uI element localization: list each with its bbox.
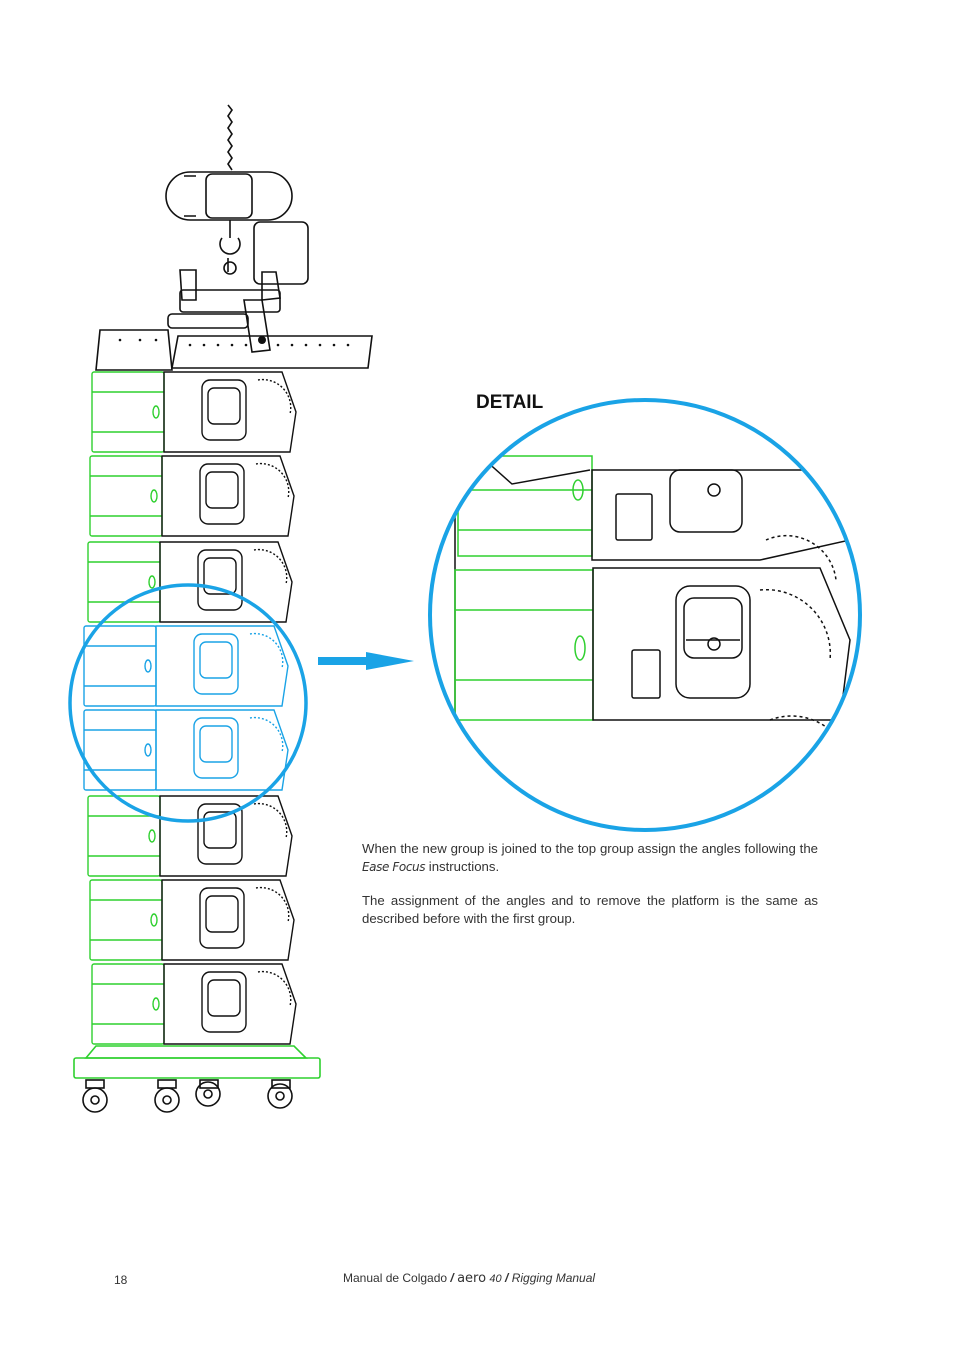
detail-zoom (428, 398, 862, 832)
footer: Manual de Colgado / aero 40 / Rigging Ma… (343, 1271, 595, 1286)
detail-circle (428, 398, 862, 832)
rigging-frame-icon (95, 269, 373, 371)
paragraph-assignment: The assignment of the angles and to remo… (362, 893, 818, 926)
arrow-right-icon (318, 652, 414, 670)
footer-manual-es: Manual de Colgado (343, 1271, 448, 1285)
paragraph-1-text: When the new group is joined to the top … (362, 841, 818, 856)
footer-separator-2: / (501, 1271, 512, 1285)
page-number: 18 (114, 1273, 128, 1287)
loudspeaker-cabinet-icon (91, 371, 297, 453)
paragraph-1-end: instructions. (425, 859, 500, 874)
loudspeaker-cabinet-icon (87, 541, 293, 623)
footer-separator: / (447, 1271, 458, 1285)
chain-hoist-icon (165, 104, 309, 285)
loudspeaker-cabinet-icon (87, 795, 293, 877)
footer-manual-en: Rigging Manual (511, 1271, 596, 1285)
ease-focus-brand: Ease Focus (362, 860, 426, 874)
footer-model-number: 40 (489, 1273, 502, 1285)
footer-model: aero (457, 1271, 487, 1286)
loudspeaker-cabinet-icon (83, 709, 289, 791)
paragraph-join-groups: When the new group is joined to the top … (362, 840, 818, 876)
highlight-circle (68, 583, 308, 823)
loudspeaker-cabinet-icon (89, 879, 295, 961)
detail-label: DETAIL (476, 392, 544, 413)
loudspeaker-cabinet-icon (89, 455, 295, 537)
loudspeaker-cabinet-icon (91, 963, 297, 1045)
body-text: When the new group is joined to the top … (362, 840, 818, 944)
loudspeaker-cabinet-icon (83, 625, 289, 707)
dolly-icon (73, 1045, 321, 1113)
loudspeaker-stack (83, 371, 297, 1045)
